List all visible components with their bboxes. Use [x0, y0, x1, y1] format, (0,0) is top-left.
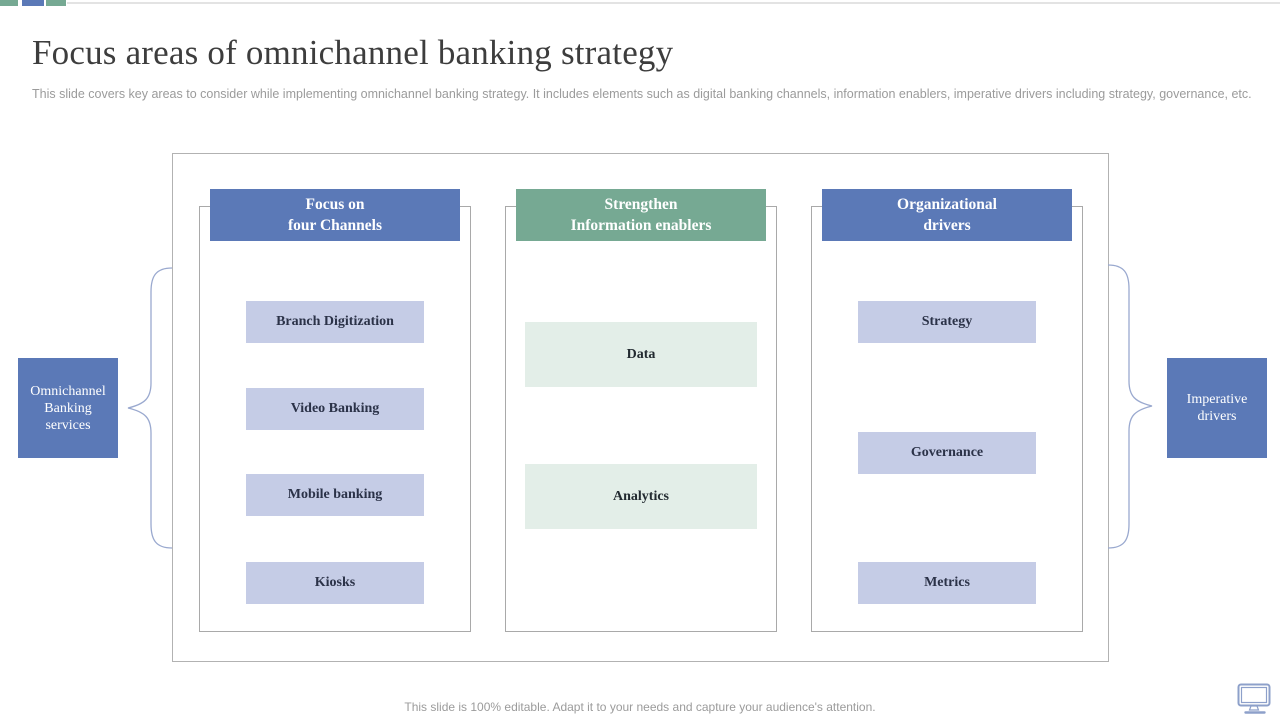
item-metrics: Metrics: [858, 562, 1036, 604]
item-data: Data: [525, 322, 757, 387]
accent-bar-green-right: [46, 0, 66, 6]
top-divider-line: [67, 2, 1280, 4]
page-title: Focus areas of omnichannel banking strat…: [32, 33, 674, 72]
item-kiosks: Kiosks: [246, 562, 424, 604]
slide-description: This slide covers key areas to consider …: [32, 87, 1252, 101]
item-strategy: Strategy: [858, 301, 1036, 343]
item-mobile-banking: Mobile banking: [246, 474, 424, 516]
accent-bar-green-left: [0, 0, 18, 6]
item-analytics: Analytics: [525, 464, 757, 529]
column-header-focus-on-four-channels: Focus on four Channels: [210, 189, 460, 241]
accent-bar-blue: [22, 0, 44, 6]
column-information-enablers: [505, 206, 777, 632]
column-header-organizational-drivers: Organizational drivers: [822, 189, 1072, 241]
item-branch-digitization: Branch Digitization: [246, 301, 424, 343]
left-curly-brace: [127, 267, 172, 549]
right-curly-brace: [1107, 264, 1153, 549]
monitor-icon: [1237, 683, 1271, 714]
footer-note: This slide is 100% editable. Adapt it to…: [404, 700, 876, 714]
omnichannel-banking-services-box: Omnichannel Banking services: [18, 358, 118, 458]
imperative-drivers-box: Imperative drivers: [1167, 358, 1267, 458]
item-governance: Governance: [858, 432, 1036, 474]
column-header-strengthen-information-enablers: Strengthen Information enablers: [516, 189, 766, 241]
column-organizational-drivers: [811, 206, 1083, 632]
item-video-banking: Video Banking: [246, 388, 424, 430]
